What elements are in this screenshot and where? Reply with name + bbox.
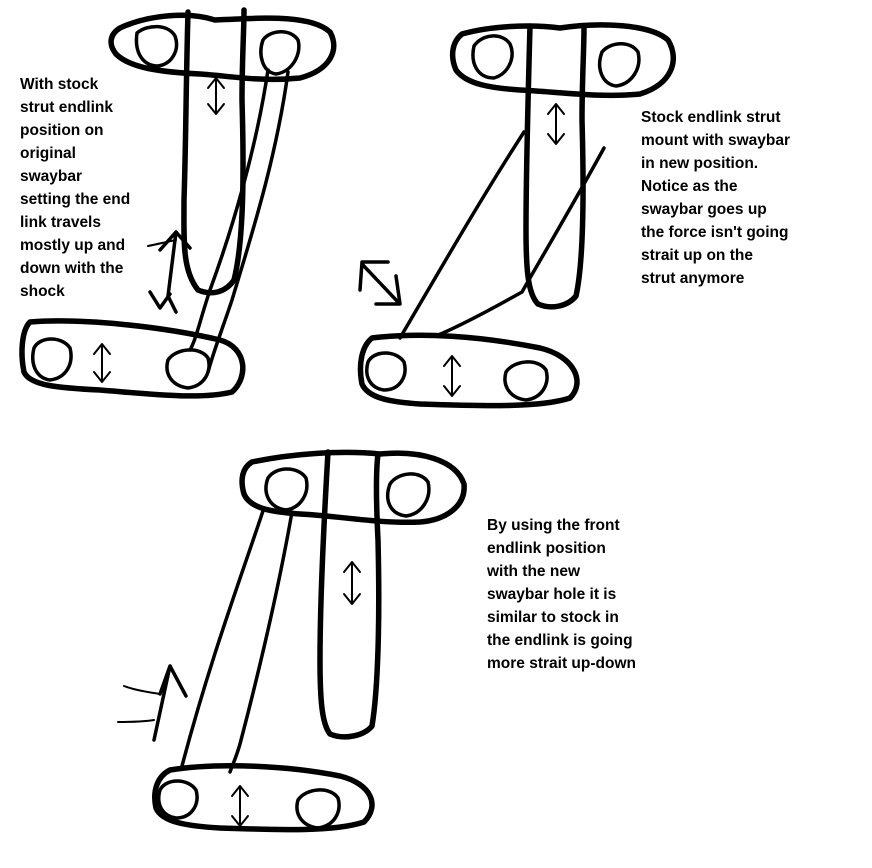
strut-travel-arrow	[207, 77, 225, 115]
end-link	[398, 130, 606, 340]
swaybar-travel-arrow	[93, 343, 111, 383]
strut-travel-arrow	[547, 103, 565, 145]
end-link	[180, 506, 294, 774]
strut-mount-bracket	[449, 22, 677, 99]
end-link	[188, 68, 290, 374]
panel-stock-setup	[19, 7, 337, 399]
panel-front-position	[117, 449, 467, 833]
note-stock-setup: With stock strut endlink position on ori…	[20, 76, 131, 300]
swaybar-end	[19, 318, 246, 399]
note-front-position: By using the front endlink position with…	[487, 517, 636, 672]
strut-body	[523, 23, 587, 310]
endlink-force-arrow	[358, 260, 402, 306]
note-new-position: Stock endlink strut mount with swaybar i…	[641, 109, 790, 287]
endlink-force-arrow	[117, 664, 188, 742]
strut-travel-arrow	[343, 561, 361, 605]
swaybar-end	[152, 762, 375, 833]
endlink-force-arrow	[147, 230, 192, 314]
strut-mount-bracket	[239, 449, 467, 526]
strut-body	[181, 7, 247, 296]
panel-new-position	[357, 22, 677, 409]
strut-mount-bracket	[108, 12, 337, 83]
swaybar-travel-arrow	[231, 785, 249, 827]
strut-body	[317, 449, 382, 740]
swaybar-end	[357, 332, 580, 409]
swaybar-travel-arrow	[443, 355, 461, 397]
